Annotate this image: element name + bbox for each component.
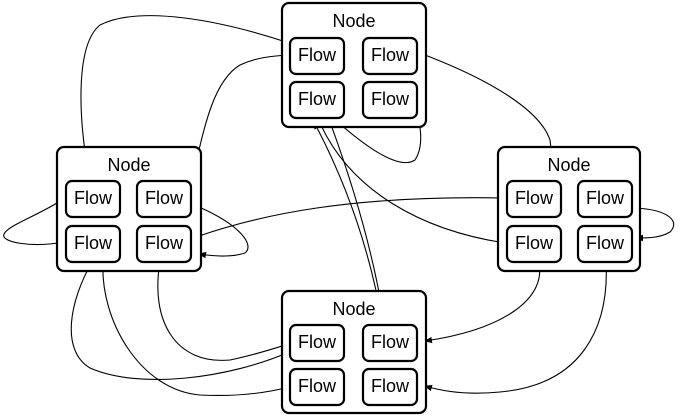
flow-label: Flow <box>74 188 113 208</box>
flow-box: Flow <box>288 367 346 407</box>
flow-label: Flow <box>371 376 410 396</box>
flow-box: Flow <box>505 179 563 219</box>
flow-label: Flow <box>586 233 625 253</box>
flow-box: Flow <box>64 224 122 264</box>
flow-box: Flow <box>64 179 122 219</box>
edge <box>319 122 506 246</box>
edge <box>198 206 249 259</box>
flow-label: Flow <box>298 376 337 396</box>
flow-box: Flow <box>576 179 634 219</box>
flow-box: Flow <box>288 323 346 363</box>
flow-box: Flow <box>288 36 346 76</box>
flow-label: Flow <box>515 188 554 208</box>
node-label: Node <box>107 155 150 175</box>
flow-label: Flow <box>298 89 337 109</box>
flow-label: Flow <box>298 332 337 352</box>
flow-box: Flow <box>505 224 563 264</box>
flow-label: Flow <box>145 188 184 208</box>
node-label: Node <box>547 155 590 175</box>
flow-box: Flow <box>135 179 193 219</box>
flow-label: Flow <box>515 233 554 253</box>
node-top: Node Flow Flow Flow Flow <box>280 1 428 129</box>
flow-label: Flow <box>298 45 337 65</box>
flow-box: Flow <box>361 323 419 363</box>
flow-label: Flow <box>586 188 625 208</box>
edge <box>424 257 541 344</box>
flow-box: Flow <box>135 224 193 264</box>
edge <box>157 261 290 361</box>
edges <box>3 15 675 396</box>
flow-box: Flow <box>576 224 634 264</box>
edge <box>191 52 290 183</box>
node-right: Node Flow Flow Flow Flow <box>496 145 642 273</box>
node-bottom: Node Flow Flow Flow Flow <box>280 289 428 415</box>
flow-box: Flow <box>361 80 419 120</box>
node-label: Node <box>332 11 375 31</box>
flow-box: Flow <box>288 80 346 120</box>
edge <box>635 207 675 242</box>
edge <box>3 197 66 245</box>
edge <box>198 194 506 237</box>
flow-label: Flow <box>371 89 410 109</box>
edge <box>102 261 290 396</box>
flow-label: Flow <box>74 233 113 253</box>
node-label: Node <box>332 299 375 319</box>
edge <box>70 261 290 380</box>
flow-box: Flow <box>361 36 419 76</box>
edge <box>424 259 607 394</box>
edge <box>80 15 290 182</box>
flow-label: Flow <box>371 45 410 65</box>
flow-label: Flow <box>145 233 184 253</box>
flow-box: Flow <box>361 367 419 407</box>
node-left: Node Flow Flow Flow Flow <box>55 145 203 273</box>
flow-label: Flow <box>371 332 410 352</box>
